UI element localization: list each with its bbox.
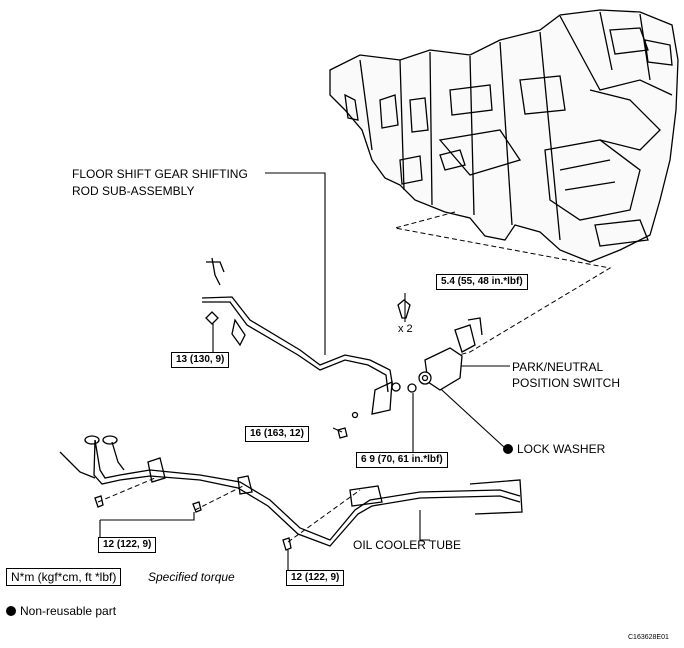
oil-cooler-tube-label: OIL COOLER TUBE [353,538,462,552]
oil-cooler-tube [59,427,523,551]
dashed-reference-lines [97,211,612,543]
quantity-label: x 2 [398,323,413,335]
shift-rod [201,257,401,419]
leader-lines [99,172,510,578]
torque-box-13: 13 (130, 9) [171,352,230,368]
rod-label-line1: FLOOR SHIFT GEAR SHIFTING [72,167,248,181]
lock-washer-text: LOCK WASHER [517,442,606,456]
torque-unit-legend-desc: Specified torque [148,570,235,584]
torque-box-6-9: 6 9 (70, 61 in.*lbf) [356,452,448,468]
non-reusable-legend: Non-reusable part [6,604,116,618]
torque-box-5-4: 5.4 (55, 48 in.*lbf) [436,274,528,290]
torque-box-12-a: 12 (122, 9) [98,537,157,553]
torque-box-12-b: 12 (122, 9) [286,570,345,586]
torque-unit-legend-box: N*m (kgf*cm, ft *lbf) [6,568,122,586]
torque-box-16: 16 (163, 12) [245,426,309,442]
non-reusable-legend-dot-icon [6,606,16,616]
figure-code: C163628E01 [628,634,669,641]
switch-label-line1: PARK/NEUTRAL [512,360,604,374]
switch-label-line2: POSITION SWITCH [512,376,620,390]
rod-label-line2: ROD SUB-ASSEMBLY [72,184,195,198]
lock-washer-label: LOCK WASHER [503,442,605,456]
non-reusable-dot-icon [503,444,513,454]
non-reusable-legend-text: Non-reusable part [20,604,117,618]
transmission-illustration [329,9,679,263]
park-neutral-switch [397,299,483,393]
